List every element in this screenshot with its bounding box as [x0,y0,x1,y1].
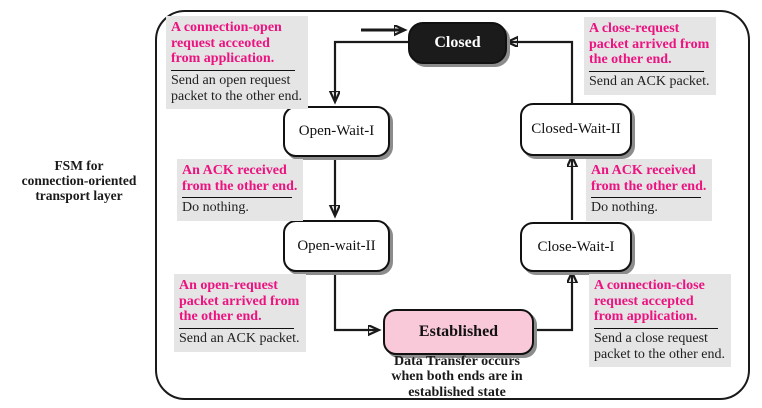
note-connection-close-action: Send a close request packet to the other… [594,331,725,362]
state-open-wait-1: Open-Wait-I [283,106,390,157]
note-line: packet to the other end. [594,346,726,362]
state-closed-wait-2-label: Closed-Wait-II [531,121,621,137]
note-ack-open-event: An ACK received from the other end. [182,163,297,194]
state-closed-label: Closed [434,34,481,51]
note-connection-open-action: Send an open request packet to the other… [171,73,302,104]
note-close-request-event: A close-request packet arrived from the … [589,21,710,68]
note-connection-close-event: A connection-close request accepted from… [594,278,725,325]
note-line: A connection-open [171,20,282,35]
diagram-title-line: FSM for [54,158,104,173]
caption-line: when both ends are in [391,369,523,385]
note-open-request-event: An open-request packet arrived from the … [179,278,300,325]
note-line: request accepted [594,293,694,309]
note-line: Do nothing. [591,200,658,216]
state-established-label: Established [418,323,499,340]
note-connection-close: A connection-close request accepted from… [589,274,732,368]
note-divider [171,70,296,72]
state-open-wait-2-label: Open-wait-II [297,237,376,254]
note-ack-close: An ACK received from the other end. Do n… [586,159,713,222]
note-close-request-action: Send an ACK packet. [589,74,710,90]
note-line: from application. [594,309,698,325]
data-transfer-caption: Data Transfer occurs when both ends are … [352,354,562,400]
note-line: An ACK received [182,163,287,178]
note-line: from the other end. [182,178,298,194]
note-line: from the other end. [591,178,707,194]
note-divider [182,197,292,199]
diagram-title-line: transport layer [35,187,123,203]
note-line: the other end. [589,52,672,68]
note-divider [594,328,719,330]
note-connection-open-event: A connection-open request acceoted from … [171,20,302,67]
diagram-title: FSM for connection-oriented transport la… [2,158,156,204]
note-line: Send an ACK packet. [179,331,300,347]
note-line: from application. [171,51,275,67]
note-line: An open-request [179,278,278,293]
note-line: A connection-close [594,278,705,293]
note-open-request: An open-request packet arrived from the … [174,274,306,352]
note-close-request: A close-request packet arrived from the … [584,17,716,95]
state-open-wait-1-label: Open-Wait-I [298,123,375,139]
note-line: packet arrived from [179,293,300,309]
state-open-wait-2: Open-wait-II [283,220,390,272]
note-line: request acceoted [171,35,270,51]
diagram-title-line: connection-oriented [21,172,137,188]
caption-line: established state [408,384,506,400]
note-line: packet arrived from [589,36,710,52]
note-line: Send a close request [594,331,708,347]
state-close-wait-1-label: Close-Wait-I [537,238,615,255]
note-line: the other end. [179,309,262,325]
fsm-boundary [155,10,750,400]
note-line: Send an open request [171,73,291,89]
note-line: A close-request [589,21,680,36]
note-line: Do nothing. [182,200,249,216]
note-line: An ACK received [591,163,696,178]
state-close-wait-1: Close-Wait-I [520,222,632,272]
state-established: Established [383,309,534,355]
note-connection-open: A connection-open request acceoted from … [166,16,309,110]
note-open-request-action: Send an ACK packet. [179,331,300,347]
note-ack-open: An ACK received from the other end. Do n… [177,159,304,222]
caption-line: Data Transfer occurs [394,354,520,369]
note-line: Send an ACK packet. [589,74,710,90]
note-line: packet to the other end. [171,88,303,104]
note-divider [589,71,704,73]
note-ack-open-action: Do nothing. [182,200,297,216]
state-closed: Closed [408,22,507,64]
note-ack-close-action: Do nothing. [591,200,706,216]
state-closed-wait-2: Closed-Wait-II [520,103,632,156]
note-divider [179,328,294,330]
note-ack-close-event: An ACK received from the other end. [591,163,706,194]
note-divider [591,197,701,199]
